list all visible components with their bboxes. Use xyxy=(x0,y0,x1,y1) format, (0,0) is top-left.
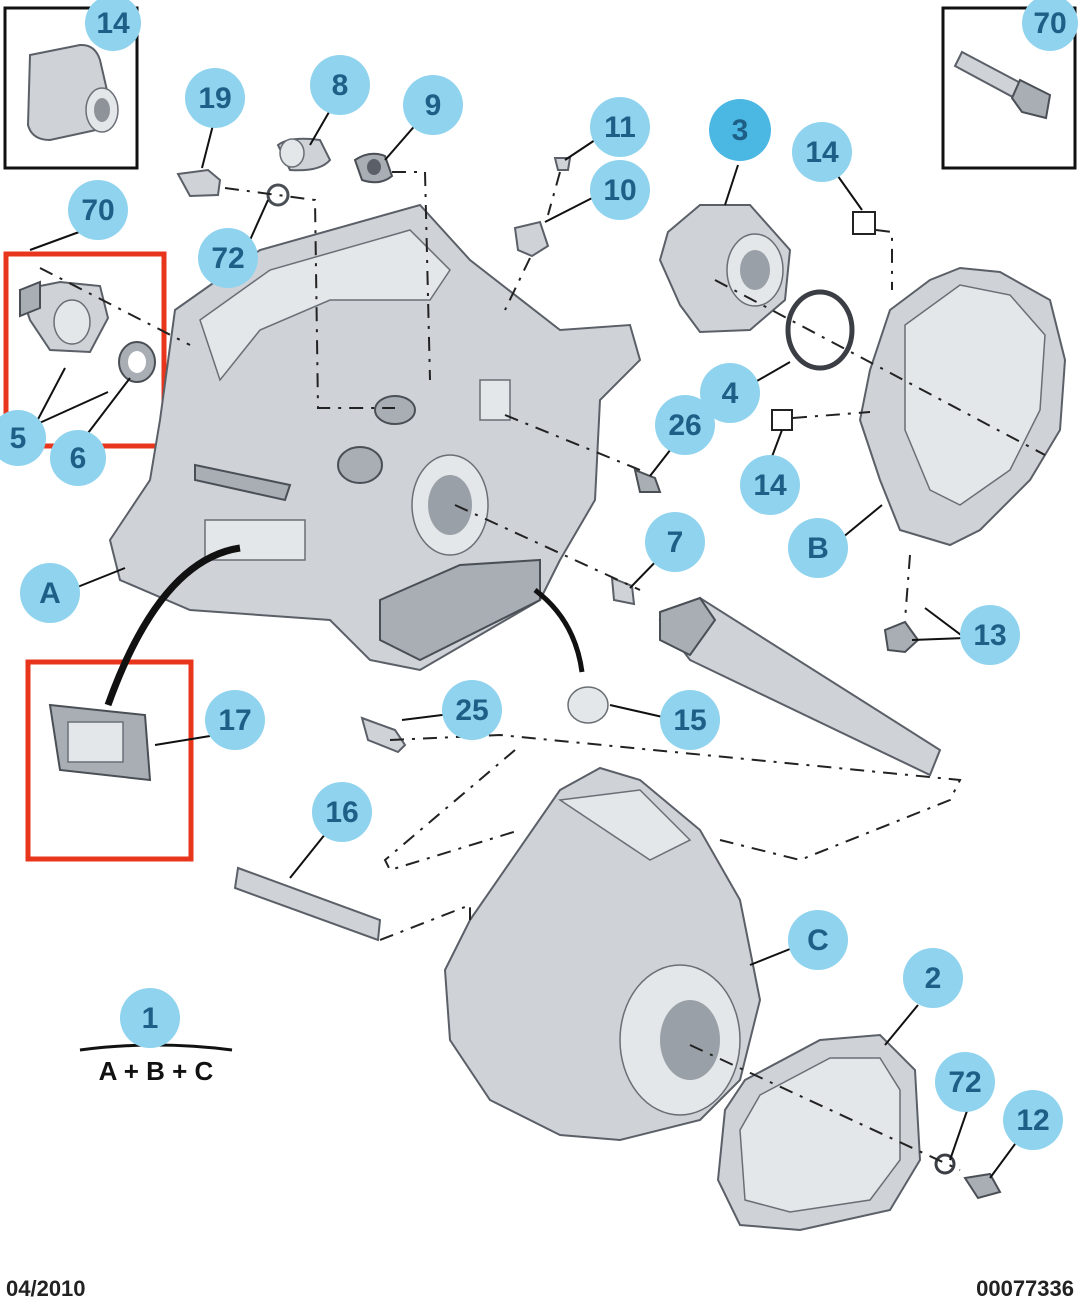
callout-70-inset[interactable]: 70 xyxy=(1022,0,1078,51)
callout-14-inset[interactable]: 14 xyxy=(85,0,141,51)
washer-72-illustration xyxy=(934,1153,956,1175)
svg-text:26: 26 xyxy=(668,409,701,442)
sensor-19-illustration xyxy=(176,168,222,198)
callout-16[interactable]: 16 xyxy=(312,782,372,842)
callout-19[interactable]: 19 xyxy=(185,68,245,128)
svg-text:3: 3 xyxy=(732,114,749,147)
callout-9[interactable]: 9 xyxy=(403,75,463,135)
callout-13[interactable]: 13 xyxy=(960,605,1020,665)
svg-text:2: 2 xyxy=(925,962,942,995)
bush-8-illustration xyxy=(276,137,332,172)
housing-a-illustration xyxy=(108,203,642,672)
callout-6[interactable]: 6 xyxy=(50,430,106,486)
svg-text:10: 10 xyxy=(603,174,636,207)
svg-text:25: 25 xyxy=(455,694,488,727)
inset-box-bolt xyxy=(941,6,1077,170)
svg-text:6: 6 xyxy=(70,442,87,475)
svg-text:13: 13 xyxy=(973,619,1006,652)
svg-text:C: C xyxy=(807,924,829,957)
marker-square-mid xyxy=(771,409,793,431)
flange-illustration xyxy=(18,280,110,354)
callout-15[interactable]: 15 xyxy=(660,690,720,750)
callout-1[interactable]: 1 xyxy=(120,988,180,1048)
formula-text: A + B + C xyxy=(99,1056,214,1086)
svg-text:9: 9 xyxy=(425,89,442,122)
callout-4[interactable]: 4 xyxy=(700,363,760,423)
svg-text:11: 11 xyxy=(604,111,636,144)
svg-text:8: 8 xyxy=(332,69,349,102)
formula-group: A + B + C xyxy=(79,1043,233,1086)
svg-text:17: 17 xyxy=(218,704,251,737)
callout-5[interactable]: 5 xyxy=(0,410,46,466)
bush-9-illustration xyxy=(353,152,394,184)
bolt-12-illustration xyxy=(963,1172,1002,1200)
callout-17[interactable]: 17 xyxy=(205,690,265,750)
bolt-26-illustration xyxy=(633,468,662,493)
svg-text:A: A xyxy=(39,577,61,610)
bearing-housing-3-illustration xyxy=(658,204,792,334)
bolt-illustration xyxy=(953,50,1052,120)
svg-text:15: 15 xyxy=(673,704,706,737)
seal-ring-illustration xyxy=(118,341,156,383)
sensor-cable xyxy=(104,544,241,707)
cover-2-illustration xyxy=(716,1033,922,1232)
callout-12[interactable]: 12 xyxy=(1003,1090,1063,1150)
callout-7[interactable]: 7 xyxy=(645,512,705,572)
svg-text:70: 70 xyxy=(1033,7,1066,40)
callout-8[interactable]: 8 xyxy=(310,55,370,115)
housing-c-illustration xyxy=(443,766,762,1142)
footer-date: 04/2010 xyxy=(6,1276,86,1301)
o-ring-72-illustration xyxy=(266,183,290,207)
callout-72-bottom[interactable]: 72 xyxy=(935,1052,995,1112)
plug-25-illustration xyxy=(360,716,407,754)
callout-11[interactable]: 11 xyxy=(590,97,650,157)
plug-7-illustration xyxy=(610,576,636,606)
cap-15-illustration xyxy=(567,686,609,724)
nut-13-illustration xyxy=(883,620,920,654)
svg-text:19: 19 xyxy=(198,82,231,115)
svg-text:14: 14 xyxy=(805,136,839,169)
callout-14-mid[interactable]: 14 xyxy=(740,455,800,515)
sensor-17-illustration xyxy=(48,703,152,782)
footer-reference: 00077336 xyxy=(976,1276,1074,1301)
cover-b-illustration xyxy=(858,266,1067,547)
callout-b[interactable]: B xyxy=(788,518,848,578)
callout-c[interactable]: C xyxy=(788,910,848,970)
callout-3[interactable]: 3 xyxy=(709,99,771,161)
svg-text:72: 72 xyxy=(211,242,244,275)
callout-72-top[interactable]: 72 xyxy=(198,228,258,288)
callout-14-top[interactable]: 14 xyxy=(792,122,852,182)
svg-text:4: 4 xyxy=(722,377,739,410)
svg-text:14: 14 xyxy=(96,7,130,40)
svg-text:14: 14 xyxy=(753,469,787,502)
svg-text:16: 16 xyxy=(325,796,358,829)
leader-lines xyxy=(29,99,1019,1179)
callout-a[interactable]: A xyxy=(20,563,80,623)
callout-2[interactable]: 2 xyxy=(903,948,963,1008)
svg-text:5: 5 xyxy=(10,422,27,455)
callout-70[interactable]: 70 xyxy=(68,180,128,240)
pin-16-illustration xyxy=(233,866,382,942)
switch-10-11-illustration xyxy=(513,157,572,258)
svg-text:12: 12 xyxy=(1016,1104,1049,1137)
svg-text:70: 70 xyxy=(81,194,114,227)
callout-26[interactable]: 26 xyxy=(655,395,715,455)
shaft-illustration xyxy=(658,596,942,777)
svg-text:7: 7 xyxy=(667,526,684,559)
svg-text:72: 72 xyxy=(948,1066,981,1099)
bushing-illustration xyxy=(26,43,119,142)
callout-25[interactable]: 25 xyxy=(442,680,502,740)
inset-box-bushing xyxy=(3,6,139,170)
svg-text:1: 1 xyxy=(142,1002,159,1035)
callout-10[interactable]: 10 xyxy=(590,160,650,220)
svg-text:B: B xyxy=(807,532,829,565)
highlight-box-lower xyxy=(25,659,194,862)
o-ring-4-illustration xyxy=(785,289,855,371)
assembly-lines xyxy=(39,171,1046,1171)
cable-to-cap xyxy=(533,588,585,673)
marker-square-top xyxy=(852,211,876,235)
